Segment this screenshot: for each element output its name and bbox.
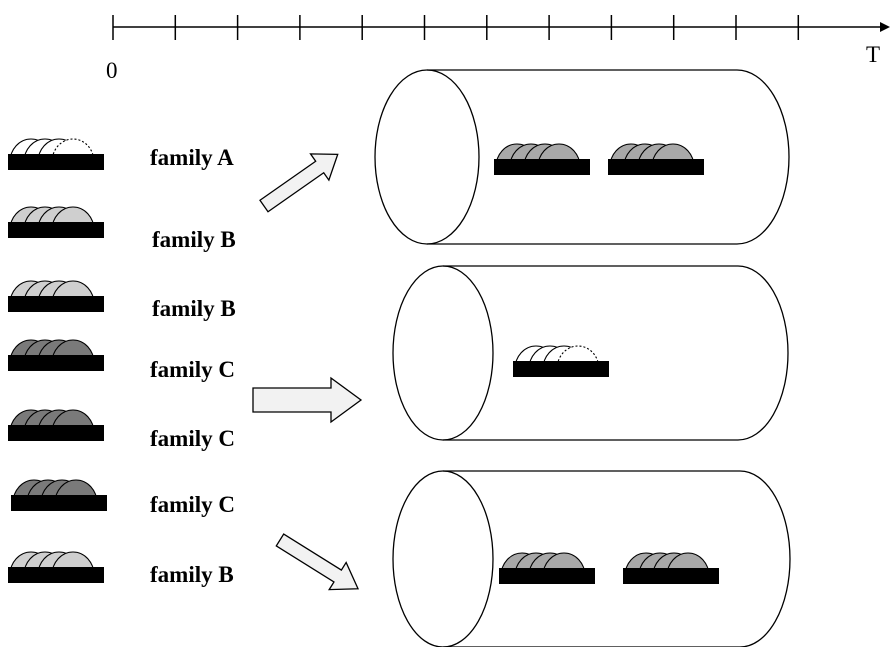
carrier-base bbox=[494, 159, 590, 175]
queue-item: family B bbox=[8, 551, 234, 587]
arrow-icon bbox=[252, 376, 363, 424]
queue-item: family C bbox=[8, 409, 235, 451]
queue-item: family C bbox=[8, 339, 235, 382]
machine-2-cylinder bbox=[392, 265, 789, 441]
family-label: family B bbox=[152, 296, 236, 321]
carrier-base bbox=[623, 568, 719, 584]
family-label: family A bbox=[150, 145, 234, 170]
family-label: family C bbox=[150, 492, 235, 517]
dispatch-arrows bbox=[252, 153, 363, 591]
wafer-stack-icon bbox=[499, 552, 595, 584]
carrier-base bbox=[8, 567, 104, 583]
lot-queue: family A family B family B family C fami… bbox=[8, 138, 236, 587]
carrier-base bbox=[11, 495, 107, 511]
carrier-base bbox=[8, 222, 104, 238]
carrier-base bbox=[8, 154, 104, 170]
carrier-base bbox=[499, 568, 595, 584]
family-label: family C bbox=[150, 426, 235, 451]
wafer-stack-icon bbox=[494, 143, 590, 175]
queue-item: family B bbox=[8, 280, 236, 321]
cylinder-end-face bbox=[392, 470, 494, 647]
timeline: 0 T bbox=[106, 15, 890, 83]
timeline-ticks bbox=[112, 15, 800, 40]
wafer-stack-icon bbox=[8, 280, 104, 312]
family-label: family C bbox=[150, 357, 235, 382]
machine-1-cylinder bbox=[374, 69, 790, 245]
cylinder-body bbox=[443, 470, 791, 647]
machine-3-cylinder bbox=[392, 470, 791, 647]
carrier-base bbox=[8, 425, 104, 441]
cylinder-end-face bbox=[374, 69, 480, 245]
wafer-stack-icon bbox=[623, 552, 719, 584]
arrow-icon bbox=[275, 533, 360, 591]
carrier-base bbox=[8, 296, 104, 312]
wafer-stack-icon bbox=[8, 551, 104, 583]
timeline-end-label: T bbox=[866, 42, 880, 67]
family-label: family B bbox=[150, 562, 234, 587]
cylinder-body bbox=[443, 265, 789, 441]
carrier-base bbox=[513, 361, 609, 377]
carrier-base bbox=[608, 159, 704, 175]
wafer-stack-icon bbox=[513, 345, 609, 377]
timeline-arrowhead bbox=[880, 22, 890, 32]
wafer-stack-icon bbox=[8, 138, 104, 170]
wafer-stack-icon bbox=[8, 409, 104, 441]
family-label: family B bbox=[152, 227, 236, 252]
cylinder-end-face bbox=[392, 265, 494, 441]
queue-item: family C bbox=[11, 479, 235, 517]
arrow-icon bbox=[259, 153, 339, 213]
timeline-start-label: 0 bbox=[106, 58, 118, 83]
cylinder-body bbox=[427, 69, 790, 245]
wafer-stack-icon bbox=[8, 339, 104, 371]
wafer-stack-icon bbox=[608, 143, 704, 175]
wafer-stack-icon bbox=[11, 479, 107, 511]
wafer-stack-icon bbox=[8, 206, 104, 238]
queue-item: family A bbox=[8, 138, 234, 170]
queue-item: family B bbox=[8, 206, 236, 252]
carrier-base bbox=[8, 355, 104, 371]
